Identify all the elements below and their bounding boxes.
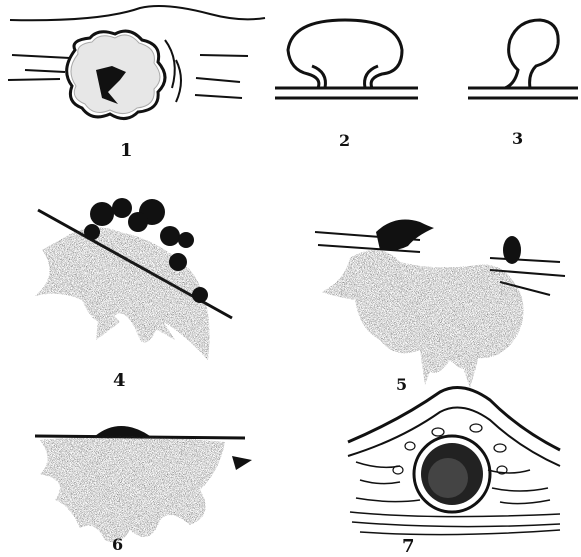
rounded-lobed-tumor-in-tissue-icon: [8, 6, 265, 119]
panel-3-label: 3: [512, 129, 523, 148]
crab-like-spreading-tumor-icon: [315, 220, 565, 388]
panel-1-label: 1: [120, 140, 133, 161]
panel-2-label: 2: [339, 131, 350, 150]
pedunculated-polyp-icon: [468, 20, 578, 98]
panel-7-label: 7: [402, 536, 415, 557]
panel-1: 1: [8, 6, 265, 161]
panel-4-label: 4: [113, 370, 126, 391]
panel-5: 5: [315, 220, 565, 394]
encapsulated-nodule-icon: [348, 388, 560, 535]
panel-3: 3: [468, 20, 578, 148]
panel-7: 7: [348, 388, 560, 557]
panel-2: 2: [275, 20, 418, 150]
diffuse-infiltrating-tumor-icon: [35, 426, 252, 542]
panel-5-label: 5: [396, 375, 407, 394]
panel-6: 6: [35, 426, 252, 554]
mushroom-shaped-growth-icon: [275, 20, 418, 98]
panel-6-label: 6: [112, 535, 123, 554]
infiltrative-dark-tumor-icon: [35, 198, 232, 360]
panel-4: 4: [35, 198, 232, 391]
